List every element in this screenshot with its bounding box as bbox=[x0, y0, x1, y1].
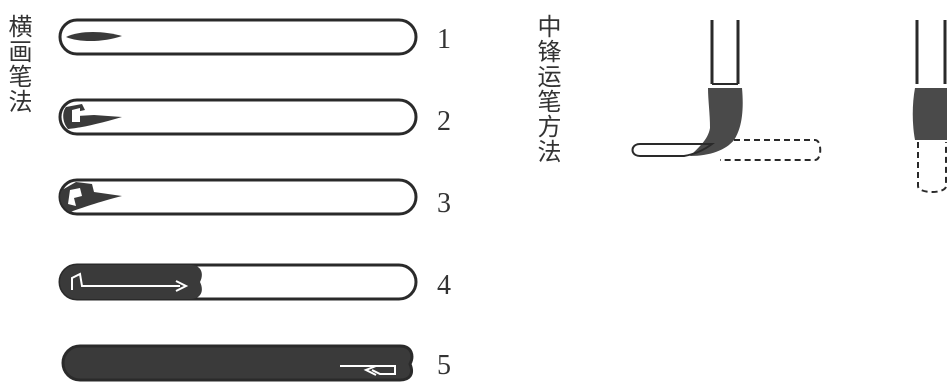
stroke-method-title: 横画笔法 bbox=[4, 14, 32, 114]
brush-turn-illustration bbox=[631, 20, 822, 161]
stroke-step-1 bbox=[58, 18, 418, 56]
step-number-2: 2 bbox=[437, 106, 451, 137]
center-tip-method-title: 中锋运笔方法 bbox=[533, 14, 561, 164]
stroke-step-5 bbox=[61, 344, 414, 382]
step-number-4: 4 bbox=[437, 270, 451, 301]
step-number-3: 3 bbox=[437, 188, 451, 219]
stroke-step-4 bbox=[58, 263, 418, 301]
stroke-step-2 bbox=[58, 98, 418, 136]
step-number-5: 5 bbox=[437, 350, 451, 381]
stroke-step-3 bbox=[58, 178, 418, 216]
brush-vertical-illustration bbox=[912, 20, 947, 193]
step-number-1: 1 bbox=[437, 24, 451, 55]
